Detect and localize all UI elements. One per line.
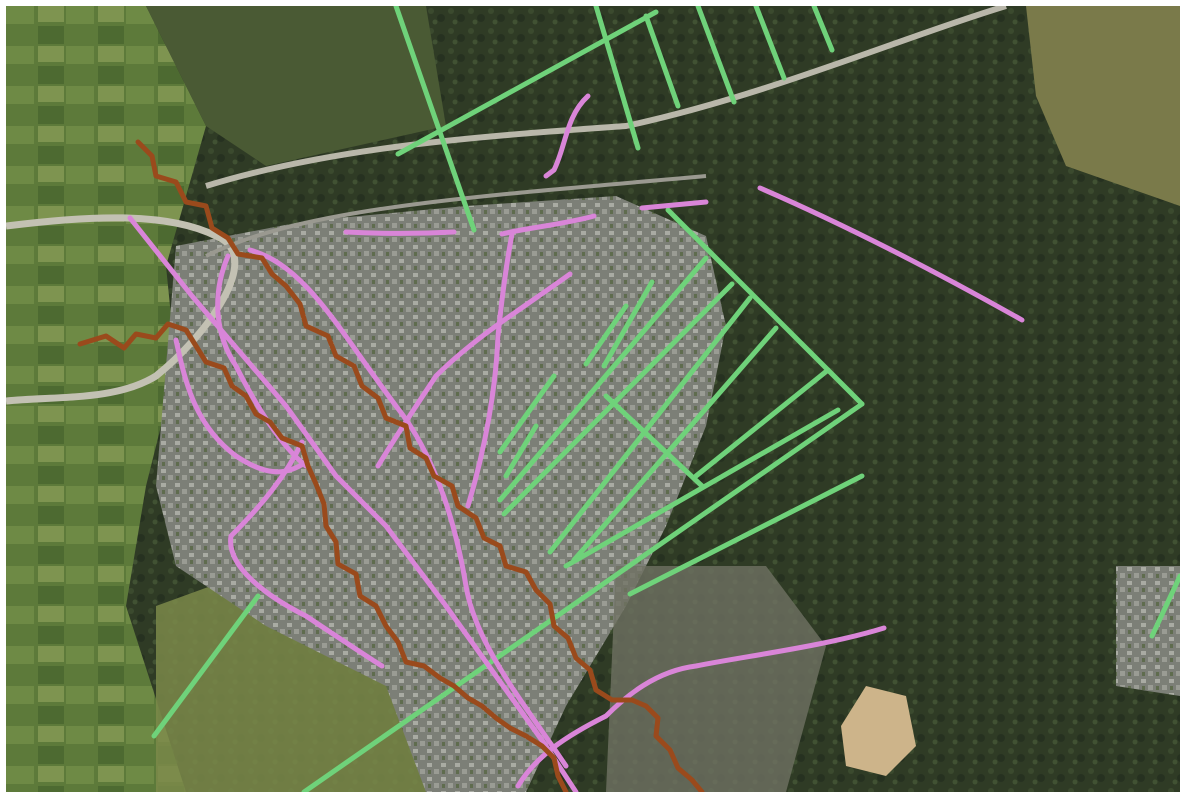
pink-line	[515, 625, 887, 789]
pink-line	[247, 247, 569, 769]
fields-north	[146, 6, 446, 166]
railway	[205, 174, 707, 258]
brown-line	[77, 321, 569, 792]
green-line	[393, 6, 477, 233]
map-canvas	[6, 6, 1180, 792]
green-line	[571, 325, 779, 563]
green-line	[603, 393, 705, 489]
green-lines	[151, 6, 1180, 792]
farmland-northeast	[1026, 6, 1180, 206]
pink-line	[465, 231, 515, 509]
green-line	[583, 303, 629, 367]
pink-line	[639, 199, 709, 211]
sand-patch	[841, 686, 916, 776]
pink-line	[215, 253, 309, 469]
farmland-west	[6, 6, 206, 792]
aerial-map	[6, 6, 1180, 792]
green-line	[753, 6, 787, 81]
pink-line	[757, 185, 1025, 323]
green-line	[503, 423, 539, 479]
green-line	[693, 367, 831, 479]
green-line	[497, 255, 709, 503]
green-line	[301, 401, 865, 792]
urban-east	[606, 566, 826, 792]
green-line	[627, 473, 865, 597]
green-line	[395, 9, 659, 157]
village-east	[1116, 566, 1180, 696]
green-line	[151, 593, 261, 739]
green-line	[501, 281, 735, 517]
green-line	[1149, 573, 1180, 639]
green-line	[497, 373, 557, 455]
pink-line	[343, 229, 457, 236]
brown-line	[135, 139, 705, 792]
green-line	[593, 6, 641, 151]
green-line	[811, 6, 835, 53]
green-line	[601, 279, 655, 369]
brown-lines	[77, 139, 705, 792]
green-line	[695, 6, 737, 105]
highway-north	[205, 6, 1007, 189]
green-line	[547, 295, 753, 555]
pink-line	[228, 439, 385, 669]
pink-line	[499, 213, 597, 237]
green-line	[643, 13, 681, 109]
pink-line	[375, 271, 573, 469]
pink-lines	[127, 93, 1025, 792]
pink-line	[543, 93, 591, 179]
highway-west	[6, 214, 239, 405]
